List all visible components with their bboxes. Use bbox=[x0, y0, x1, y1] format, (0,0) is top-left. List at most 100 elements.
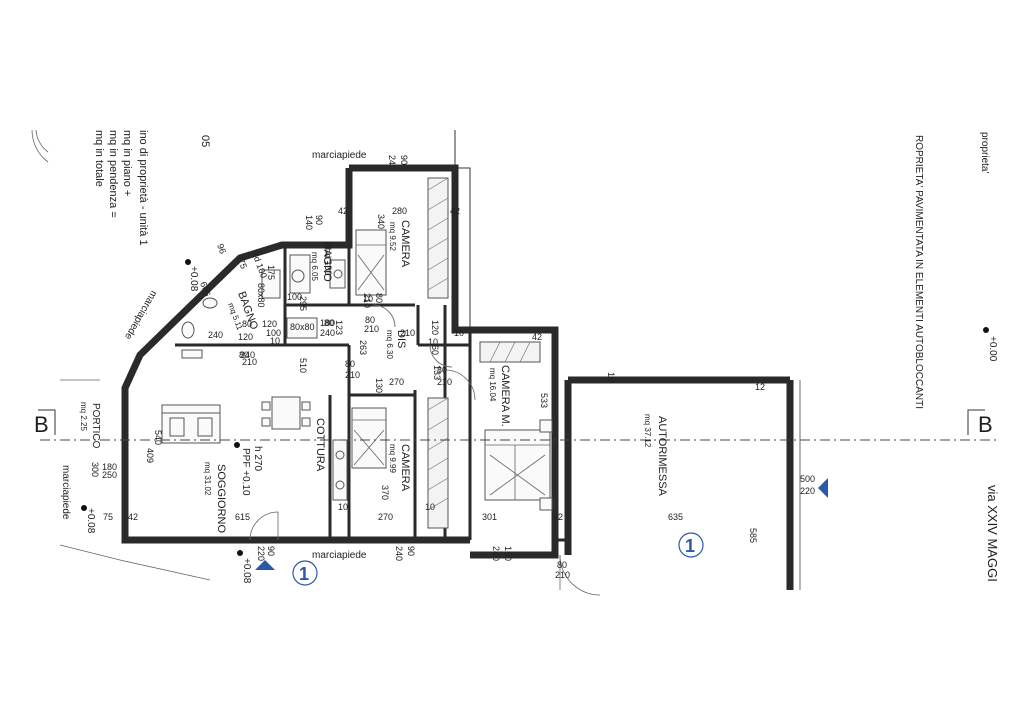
bed-camera-2 bbox=[351, 407, 387, 469]
svg-text:mq 6.05: mq 6.05 bbox=[310, 252, 319, 281]
svg-text:80: 80 bbox=[324, 318, 334, 328]
room-camera-2: CAMERA mq 9.99 bbox=[388, 444, 411, 492]
svg-text:42: 42 bbox=[532, 332, 542, 342]
walkway-bottom: marciapiede bbox=[312, 550, 367, 561]
svg-text:PORTICO: PORTICO bbox=[90, 403, 101, 449]
section-label-left: B bbox=[34, 412, 49, 437]
svg-text:CAMERA: CAMERA bbox=[399, 444, 411, 492]
level-label: +0.08 bbox=[85, 508, 96, 534]
svg-text:210: 210 bbox=[242, 357, 257, 367]
svg-text:60: 60 bbox=[430, 345, 440, 355]
svg-text:270: 270 bbox=[378, 512, 393, 522]
room-camera-m: CAMERA M. mq 16.04 bbox=[488, 365, 511, 427]
svg-text:210: 210 bbox=[400, 328, 415, 338]
svg-text:180: 180 bbox=[320, 318, 335, 328]
svg-text:80: 80 bbox=[239, 350, 249, 360]
svg-text:123: 123 bbox=[334, 320, 344, 335]
doors bbox=[249, 304, 601, 596]
svg-text:80: 80 bbox=[345, 359, 355, 369]
svg-text:160: 160 bbox=[503, 546, 513, 561]
svg-text:220: 220 bbox=[256, 546, 266, 561]
svg-text:80: 80 bbox=[242, 319, 252, 329]
svg-text:263: 263 bbox=[358, 340, 368, 355]
bathroom-fixtures bbox=[181, 254, 346, 359]
svg-text:AUTORIMESSA: AUTORIMESSA bbox=[656, 416, 668, 497]
svg-text:mq 6.30: mq 6.30 bbox=[385, 330, 394, 359]
svg-text:295: 295 bbox=[298, 296, 308, 311]
svg-text:80x80: 80x80 bbox=[256, 283, 266, 308]
svg-text:210: 210 bbox=[437, 377, 452, 387]
svg-text:90: 90 bbox=[406, 546, 416, 556]
svg-text:120: 120 bbox=[238, 332, 253, 342]
svg-text:240: 240 bbox=[240, 350, 255, 360]
svg-text:120: 120 bbox=[262, 319, 277, 329]
room-portico: PORTICO mq 2.25 bbox=[79, 402, 101, 449]
svg-text:80: 80 bbox=[374, 293, 384, 303]
svg-text:370: 370 bbox=[380, 485, 390, 500]
room-autorimessa: AUTORIMESSA mq 37.12 bbox=[643, 414, 668, 497]
level-symbols bbox=[81, 259, 989, 556]
svg-text:CAMERA M.: CAMERA M. bbox=[499, 365, 511, 427]
svg-text:75: 75 bbox=[236, 257, 249, 270]
garage-wall bbox=[564, 376, 794, 590]
svg-text:12: 12 bbox=[755, 382, 765, 392]
svg-text:280: 280 bbox=[392, 206, 407, 216]
svg-text:175: 175 bbox=[266, 265, 276, 280]
svg-text:300: 300 bbox=[90, 462, 100, 477]
svg-text:42: 42 bbox=[450, 206, 460, 216]
svg-text:DIS: DIS bbox=[395, 330, 407, 348]
svg-text:90: 90 bbox=[314, 215, 324, 225]
wardrobe-hatch bbox=[427, 177, 531, 511]
exterior-wall bbox=[121, 164, 559, 559]
driveway-line bbox=[559, 380, 801, 590]
property-boundary-left bbox=[59, 379, 211, 581]
svg-text:BAGNO: BAGNO bbox=[321, 242, 333, 282]
svg-text:210: 210 bbox=[364, 324, 379, 334]
landscape-arc-2 bbox=[35, 129, 49, 153]
svg-text:180: 180 bbox=[102, 462, 117, 472]
svg-text:100: 100 bbox=[266, 328, 281, 338]
section-label-right: B bbox=[978, 412, 993, 437]
walkway-left: marciapiede bbox=[122, 289, 159, 342]
svg-text:42: 42 bbox=[128, 512, 138, 522]
svg-text:75: 75 bbox=[103, 512, 113, 522]
level-label: +0.08 bbox=[241, 558, 252, 584]
svg-text:210: 210 bbox=[345, 370, 360, 380]
svg-text:PPF +0.10: PPF +0.10 bbox=[240, 448, 251, 496]
svg-text:540: 540 bbox=[153, 430, 163, 445]
svg-text:SOGGIORNO: SOGGIORNO bbox=[215, 464, 227, 534]
svg-text:10: 10 bbox=[363, 294, 373, 304]
svg-text:80: 80 bbox=[437, 365, 447, 375]
bed-camera-m bbox=[484, 419, 553, 511]
room-cottura: COTTURA bbox=[314, 418, 326, 472]
garage-entrance-arrow-icon bbox=[818, 478, 828, 498]
svg-text:mq 2.25: mq 2.25 bbox=[79, 402, 88, 431]
svg-text:mq 9.52: mq 9.52 bbox=[388, 222, 397, 251]
svg-text:100: 100 bbox=[287, 292, 302, 302]
svg-text:hd 100: hd 100 bbox=[323, 248, 333, 276]
level-label: +0.08 bbox=[188, 266, 199, 292]
svg-text:10: 10 bbox=[338, 502, 348, 512]
svg-text:mq 16.04: mq 16.04 bbox=[488, 368, 497, 402]
svg-text:10: 10 bbox=[428, 337, 438, 347]
svg-text:mq in totale: mq in totale bbox=[93, 130, 105, 187]
svg-text:mq 37.12: mq 37.12 bbox=[643, 414, 652, 448]
svg-text:250: 250 bbox=[102, 470, 117, 480]
dimension-labels: 90 240 42 280 42 340 90 140 hd 100 96 hd… bbox=[90, 155, 815, 580]
room-dis: DIS mq 6.30 bbox=[385, 330, 407, 359]
svg-text:80: 80 bbox=[557, 560, 567, 570]
svg-text:42: 42 bbox=[338, 206, 348, 216]
svg-text:80x80: 80x80 bbox=[290, 322, 315, 332]
svg-text:ino di proprietà - unità 1: ino di proprietà - unità 1 bbox=[137, 130, 149, 246]
svg-text:80: 80 bbox=[365, 315, 375, 325]
svg-text:05: 05 bbox=[199, 135, 211, 147]
svg-text:10: 10 bbox=[454, 328, 464, 338]
svg-text:615: 615 bbox=[235, 512, 250, 522]
level-label: +0.00 bbox=[987, 336, 998, 362]
svg-text:585: 585 bbox=[748, 528, 758, 543]
svg-text:h 270: h 270 bbox=[252, 446, 263, 471]
street-name: via XXIV MAGGI bbox=[985, 485, 1000, 582]
svg-text:90: 90 bbox=[399, 155, 409, 165]
svg-text:240: 240 bbox=[491, 546, 501, 561]
